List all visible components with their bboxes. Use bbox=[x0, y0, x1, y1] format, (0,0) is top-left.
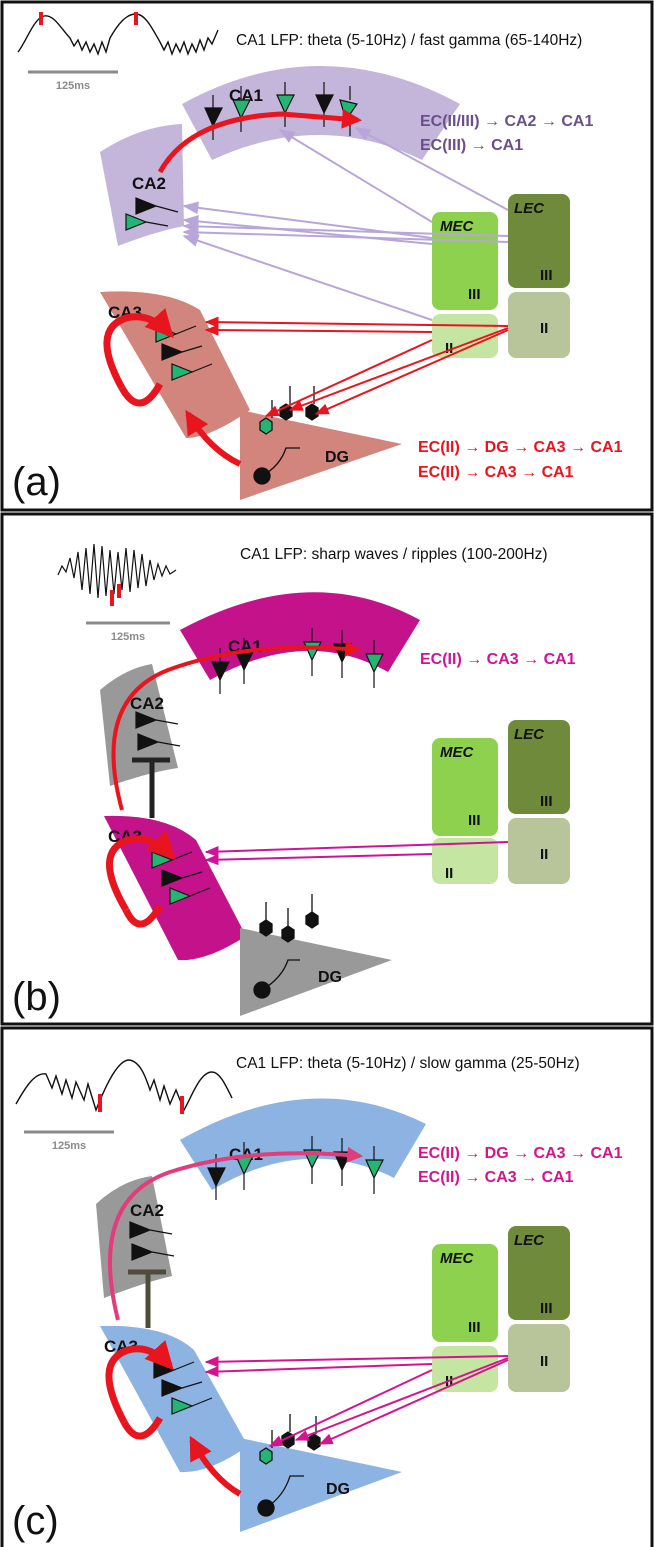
ca3-to-ca1-arrow-b bbox=[111, 640, 362, 811]
mec-layer3-c bbox=[432, 1244, 498, 1342]
ca3-to-ca1-arrow-c bbox=[108, 1146, 364, 1321]
pink-projections-c bbox=[204, 1355, 509, 1447]
lec-layer2-label-a: II bbox=[540, 320, 548, 337]
panel-letter-b: (b) bbox=[12, 975, 61, 1019]
lec-label-a: LEC bbox=[514, 200, 545, 217]
lec-layer3-label-a: III bbox=[540, 267, 553, 284]
spike-marker-c2 bbox=[180, 1096, 184, 1114]
mec-layer2-label-a: II bbox=[445, 340, 453, 357]
ca3-recurrent-c2 bbox=[120, 1416, 164, 1440]
ca3-recurrent-c bbox=[105, 1340, 174, 1424]
ca3-recurrent-a bbox=[103, 308, 174, 390]
pathway-a1: EC(II/III) → CA2 → CA1 bbox=[420, 113, 593, 130]
pathway-b1: EC(II) → CA3 → CA1 bbox=[420, 651, 576, 668]
dg-to-ca3-arrow-c bbox=[189, 1435, 242, 1497]
lec-layer2-label-c: II bbox=[540, 1353, 548, 1370]
lec-label-c: LEC bbox=[514, 1232, 545, 1249]
pathway-a2: EC(III) → CA1 bbox=[420, 137, 523, 154]
magenta-projections-b bbox=[204, 841, 509, 866]
lfp-trace-c bbox=[15, 1059, 233, 1113]
lec-layer2-a bbox=[508, 292, 570, 358]
dg-label-c: DG bbox=[326, 1481, 350, 1498]
spike-marker-b2 bbox=[117, 584, 121, 598]
mec-layer3-b bbox=[432, 738, 498, 836]
ca3-recurrent-b bbox=[106, 830, 176, 912]
mec-layer3-label-b: III bbox=[468, 812, 481, 829]
mec-label-a: MEC bbox=[440, 218, 475, 235]
scale-label-a: 125ms bbox=[56, 80, 90, 92]
pathway-a4: EC(II) → CA3 → CA1 bbox=[418, 464, 574, 481]
panel-b: 125ms CA1 LFP: sharp waves / ripples (10… bbox=[0, 512, 654, 1026]
lec-layer3-label-c: III bbox=[540, 1300, 553, 1317]
panel-letter-a: (a) bbox=[12, 460, 61, 504]
red-projections-a bbox=[204, 316, 509, 417]
lec-layer3-b bbox=[508, 720, 570, 814]
dg-region-a bbox=[240, 410, 402, 500]
lec-layer3-c bbox=[508, 1226, 570, 1320]
lec-layer2-c bbox=[508, 1324, 570, 1392]
ca2-label-c: CA2 bbox=[130, 1201, 164, 1220]
mec-layer3-a bbox=[432, 212, 498, 310]
ca2-to-ca1-arrow-a bbox=[157, 108, 362, 174]
spike-marker-a1 bbox=[39, 12, 43, 25]
dg-region-c bbox=[240, 1438, 402, 1532]
panel-letter-c: (c) bbox=[12, 1499, 59, 1543]
ca1-neurons-b bbox=[211, 628, 384, 694]
spike-marker-c1 bbox=[98, 1094, 102, 1112]
ca2-neurons-a bbox=[125, 197, 179, 231]
lec-layer2-b bbox=[508, 818, 570, 884]
dg-cells-c bbox=[257, 1414, 321, 1517]
lfp-title-b: CA1 LFP: sharp waves / ripples (100-200H… bbox=[240, 546, 548, 563]
purple-projections-a bbox=[182, 127, 509, 321]
dg-cells-b bbox=[253, 894, 319, 999]
spike-marker-a2 bbox=[134, 12, 138, 25]
lfp-trace-a bbox=[17, 13, 219, 57]
lfp-title-c: CA1 LFP: theta (5-10Hz) / slow gamma (25… bbox=[236, 1055, 580, 1072]
lec-layer3-a bbox=[508, 194, 570, 288]
ca3-recurrent-b2 bbox=[122, 904, 164, 928]
panel-c: 125ms CA1 LFP: theta (5-10Hz) / slow gam… bbox=[0, 1026, 654, 1547]
ca2-region-a bbox=[100, 124, 184, 246]
mec-layer3-label-c: III bbox=[468, 1319, 481, 1336]
pathway-c1: EC(II) → DG → CA3 → CA1 bbox=[418, 1145, 623, 1162]
pathway-c2: EC(II) → CA3 → CA1 bbox=[418, 1169, 574, 1186]
pathway-a3: EC(II) → DG → CA3 → CA1 bbox=[418, 439, 623, 456]
mec-label-b: MEC bbox=[440, 744, 475, 761]
ca1-neurons-a bbox=[204, 82, 358, 140]
ca3-recurrent-a2 bbox=[118, 382, 164, 407]
dg-to-ca3-arrow-a bbox=[185, 409, 242, 467]
mec-layer2-b bbox=[432, 838, 498, 884]
dg-label-b: DG bbox=[318, 969, 342, 986]
ca2-neurons-c bbox=[129, 1221, 175, 1261]
lfp-title-a: CA1 LFP: theta (5-10Hz) / fast gamma (65… bbox=[236, 32, 582, 49]
spike-marker-b1 bbox=[110, 590, 114, 606]
lec-label-b: LEC bbox=[514, 726, 545, 743]
lfp-trace-b bbox=[57, 543, 177, 599]
mec-label-c: MEC bbox=[440, 1250, 475, 1267]
scale-label-c: 125ms bbox=[52, 1140, 86, 1152]
panel-a: 125ms CA1 LFP: theta (5-10Hz) / fast gam… bbox=[0, 0, 654, 512]
dg-label-a: DG bbox=[325, 449, 349, 466]
lec-layer2-label-b: II bbox=[540, 846, 548, 863]
scale-label-b: 125ms bbox=[111, 631, 145, 643]
lec-layer3-label-b: III bbox=[540, 793, 553, 810]
ca2-label-a: CA2 bbox=[132, 174, 166, 193]
mec-layer3-label-a: III bbox=[468, 286, 481, 303]
dg-region-b bbox=[240, 928, 392, 1016]
mec-layer2-label-b: II bbox=[445, 865, 453, 882]
ca2-label-b: CA2 bbox=[130, 694, 164, 713]
ca3-region-b bbox=[104, 815, 246, 961]
ca1-region-a bbox=[182, 66, 460, 160]
ca2-neurons-b bbox=[135, 711, 181, 751]
